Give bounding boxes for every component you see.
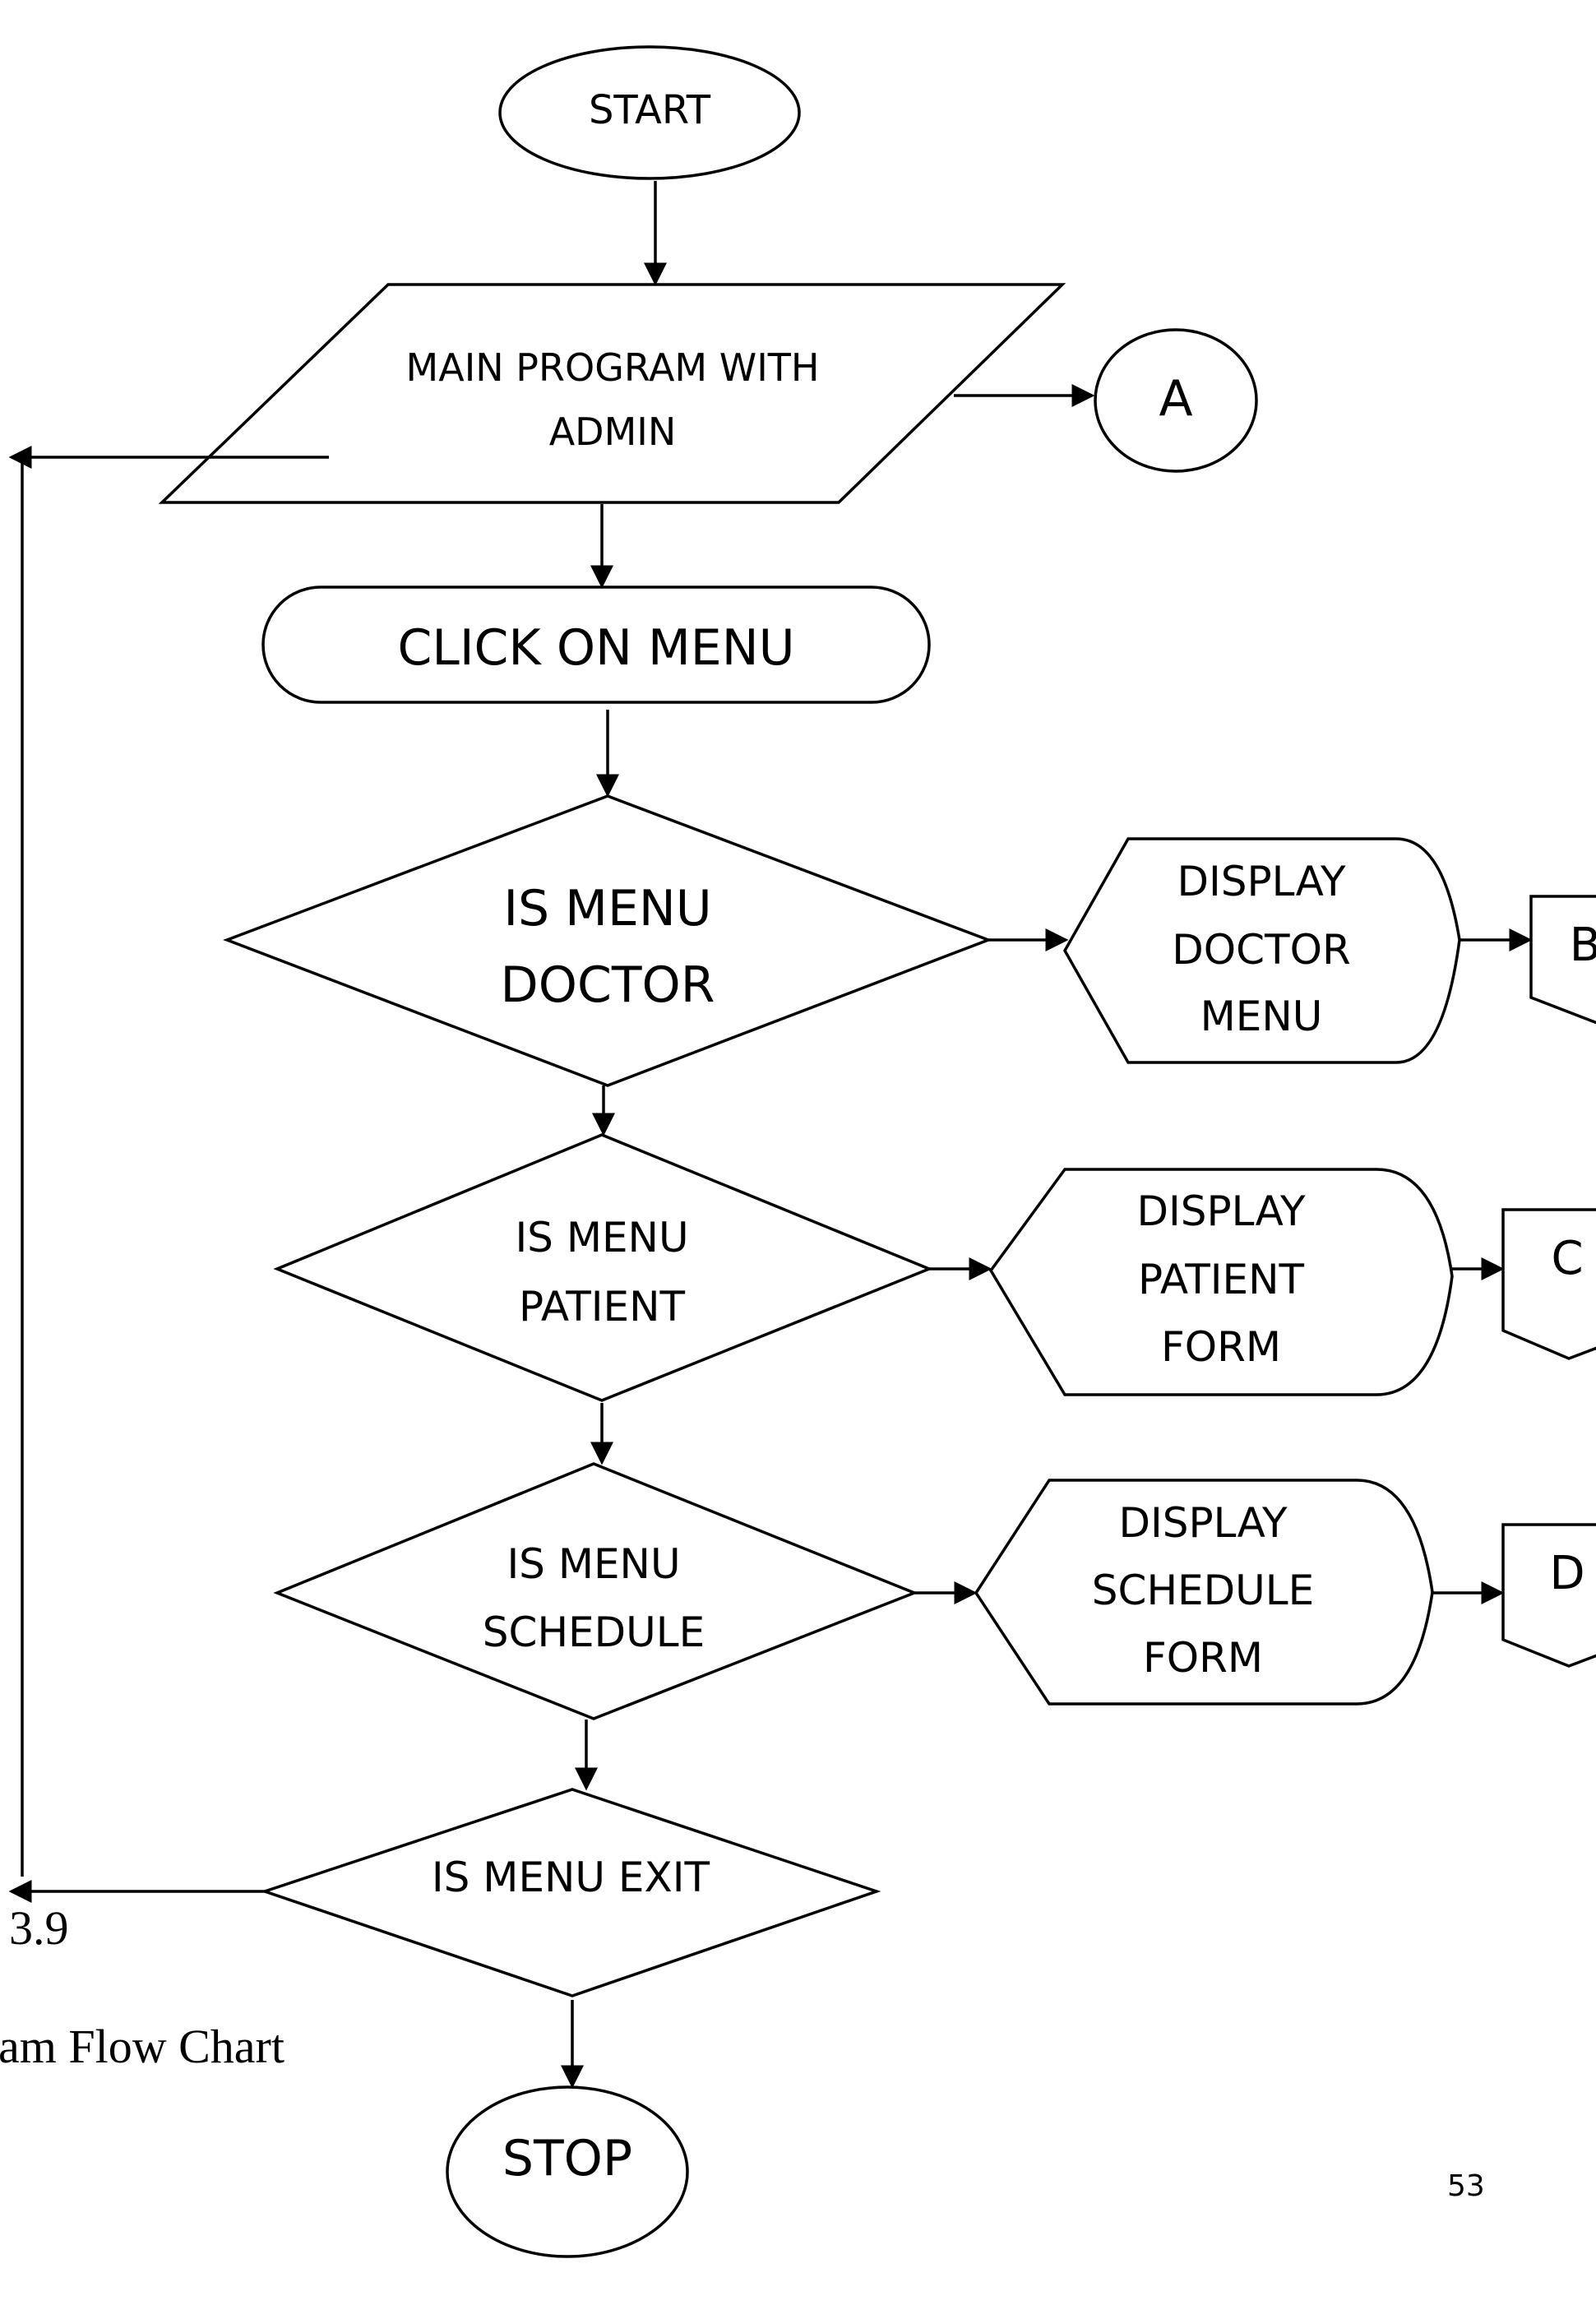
decision-doctor-node: IS MENU DOCTOR [223, 794, 992, 1087]
decision-schedule-line2: SCHEDULE [483, 1608, 705, 1656]
connector-c-node: C [1501, 1208, 1596, 1360]
stop-node: STOP [446, 2085, 689, 2258]
display-doctor-line1: DISPLAY [1177, 858, 1345, 905]
click-menu-label: CLICK ON MENU [398, 619, 795, 677]
start-node: START [498, 45, 801, 180]
stop-label: STOP [502, 2130, 632, 2187]
click-menu-node: CLICK ON MENU [261, 586, 931, 704]
display-schedule-line2: SCHEDULE [1092, 1567, 1314, 1614]
start-label: START [589, 87, 711, 133]
decision-schedule-line1: IS MENU [507, 1540, 680, 1588]
main-program-label-line1: MAIN PROGRAM WITH [406, 345, 820, 390]
connector-a-label: A [1159, 370, 1192, 428]
main-program-label-line2: ADMIN [549, 410, 677, 454]
decision-patient-line2: PATIENT [519, 1283, 686, 1331]
connector-b-node: B [1529, 895, 1596, 1025]
decision-doctor-line1: IS MENU [503, 880, 711, 937]
connector-a-node: A [1094, 328, 1258, 473]
connector-b-label: B [1570, 919, 1596, 972]
decision-exit-node: IS MENU EXIT [260, 1788, 881, 1997]
page-number: 53 [1447, 2169, 1485, 2203]
connector-c-label: C [1551, 1232, 1583, 1285]
decision-exit-label: IS MENU EXIT [432, 1854, 710, 1901]
display-doctor-node: DISPLAY DOCTOR MENU [1062, 837, 1461, 1064]
main-program-node: MAIN PROGRAM WITH ADMIN [158, 283, 1066, 504]
figure-title: am Flow Chart [0, 2020, 285, 2073]
display-patient-line3: FORM [1161, 1323, 1281, 1371]
display-schedule-node: DISPLAY SCHEDULE FORM [974, 1479, 1434, 1706]
figure-number: 3.9 [9, 1901, 69, 1955]
decision-patient-node: IS MENU PATIENT [273, 1133, 933, 1402]
decision-patient-line1: IS MENU [515, 1214, 688, 1261]
display-doctor-line2: DOCTOR [1172, 926, 1350, 974]
display-patient-line1: DISPLAY [1136, 1187, 1305, 1235]
display-schedule-line3: FORM [1143, 1634, 1263, 1682]
decision-schedule-node: IS MENU SCHEDULE [273, 1462, 918, 1720]
display-patient-node: DISPLAY PATIENT FORM [988, 1168, 1454, 1396]
connector-d-label: D [1549, 1547, 1584, 1600]
display-doctor-line3: MENU [1200, 993, 1323, 1040]
decision-doctor-line2: DOCTOR [501, 956, 715, 1014]
display-patient-line2: PATIENT [1138, 1256, 1305, 1303]
connector-d-node: D [1501, 1523, 1596, 1668]
display-schedule-line1: DISPLAY [1118, 1499, 1287, 1547]
